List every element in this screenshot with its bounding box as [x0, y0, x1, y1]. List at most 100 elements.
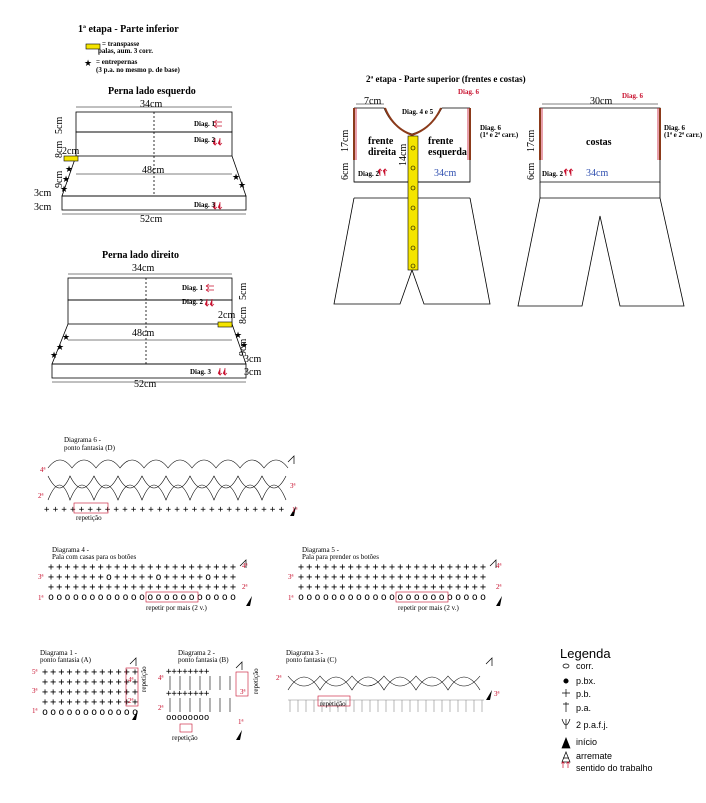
- front-w7: 7cm: [364, 96, 382, 107]
- diagram3-row2: 2ª: [276, 674, 282, 682]
- svg-text:★: ★: [84, 59, 92, 69]
- svg-text:++++++++: ++++++++: [166, 667, 210, 677]
- left-leg-shape: [61, 111, 247, 211]
- right-leg-diag3: Diag. 3: [190, 368, 211, 376]
- left-leg-bottom-width: 52cm: [140, 214, 163, 225]
- diagram5-row3: 3ª: [288, 573, 294, 581]
- front-placket: [407, 135, 419, 271]
- left-leg-w2: 2cm: [62, 146, 80, 157]
- front-diag6-top: Diag. 6: [458, 88, 479, 96]
- left-leg-diag2: Diag. 2: [194, 136, 215, 144]
- front-h17: 17cm: [340, 129, 351, 152]
- right-leg-diag2: Diag. 2: [182, 298, 203, 306]
- diagram6-row3: 3ª: [290, 482, 296, 490]
- svg-text:★: ★: [62, 175, 70, 185]
- svg-text:★: ★: [234, 331, 242, 341]
- diagram4-row2: 2ª: [242, 583, 248, 591]
- svg-text:★: ★: [65, 165, 73, 175]
- diagram2-row3: 3ª: [240, 688, 246, 696]
- diagram6-row1: 1ª: [292, 506, 298, 514]
- legend-placket-swatch: [85, 43, 101, 50]
- svg-text:ooooooooooooooooooooooo: ooooooooooooooooooooooo: [48, 592, 236, 603]
- svg-text:+++++++++++++++++++++++: +++++++++++++++++++++++: [298, 562, 486, 573]
- right-leg-top-width: 34cm: [132, 263, 155, 274]
- back-diag6-side: Diag. 6: [664, 124, 685, 132]
- back-label: costas: [586, 137, 612, 148]
- diagram6-row4: 4ª: [40, 466, 46, 474]
- diagram4-row3: 3ª: [38, 573, 44, 581]
- legend-label-pb: p.b.: [576, 689, 592, 699]
- diagram3-title: Diagrama 3 -: [286, 649, 323, 657]
- stage1-title: 1ª etapa - Parte inferior: [78, 24, 179, 35]
- diagram1-subtitle: ponto fantasia (A): [40, 656, 91, 664]
- stage2-title: 2ª etapa - Parte superior (frentes e cos…: [366, 74, 526, 84]
- diagram3-repeat: repetição: [320, 700, 346, 708]
- svg-text:★: ★: [60, 185, 68, 195]
- right-leg-w2: 2cm: [218, 310, 236, 321]
- right-leg-shape: [51, 277, 247, 379]
- legend-label-arremate: arremate: [576, 751, 613, 761]
- front-diag45: Diag. 4 e 5: [402, 108, 434, 116]
- diagram4-repeat: repetir por mais (2 v.): [146, 604, 207, 612]
- left-leg-diag3: Diag. 3: [194, 201, 215, 209]
- diagram6-chart: ++++++++++++++++++++++++++++: [44, 459, 289, 515]
- diagram3-chart: [287, 675, 484, 712]
- svg-text:★: ★: [62, 333, 70, 343]
- back-diag6-top: Diag. 6: [622, 92, 643, 100]
- front-diag2: Diag. 2: [358, 170, 379, 178]
- legend-label-sentido: sentido do trabalho: [576, 763, 653, 773]
- back-diag2: Diag. 2: [542, 170, 563, 178]
- legend-entrepernas-sub: (3 p.a. no mesmo p. de base): [96, 66, 180, 74]
- svg-text:★: ★: [50, 351, 58, 361]
- front-h6: 6cm: [340, 162, 351, 180]
- back-h17: 17cm: [526, 129, 537, 152]
- svg-text:★: ★: [240, 341, 248, 351]
- back-w30: 30cm: [590, 96, 613, 107]
- svg-text:★: ★: [238, 181, 246, 191]
- svg-text:oooooooooooo: oooooooooooo: [42, 707, 138, 718]
- diagram1-repeat: repetição: [140, 666, 148, 692]
- back-w34: 34cm: [586, 168, 609, 179]
- legend-label-corr: corr.: [576, 661, 594, 671]
- svg-text:★: ★: [56, 343, 64, 353]
- diagram2-row2: 2ª: [158, 704, 164, 712]
- diagram2-row1: 1ª: [238, 718, 244, 726]
- diagram1-row5: 5ª: [32, 668, 38, 676]
- legend-transpasse-sub: palas, aum. 3 corr.: [98, 47, 153, 55]
- svg-text:+++++++++++++++++++++++: +++++++++++++++++++++++: [298, 572, 486, 583]
- right-leg-bottom-width: 52cm: [134, 379, 157, 390]
- left-leg-h3b: 3cm: [34, 202, 52, 213]
- right-leg-diag1: Diag. 1: [182, 284, 203, 292]
- diagram2-row4: 4ª: [158, 674, 164, 682]
- diagram1-row3: 3ª: [32, 687, 38, 695]
- diagram5-chart: +++++++++++++++++++++++ ++++++++++++++++…: [298, 562, 486, 603]
- right-leg-h5: 5cm: [238, 282, 249, 300]
- left-leg-title: Perna lado esquerdo: [108, 86, 196, 97]
- diagram1-row2: 2ª: [128, 697, 134, 705]
- svg-text:★: ★: [232, 173, 240, 183]
- right-leg-title: Perna lado direito: [102, 250, 180, 261]
- front-right-label2: direita: [368, 147, 397, 158]
- legend-label-pbx: p.bx.: [576, 676, 596, 686]
- diagram4-row1: 1ª: [38, 594, 44, 602]
- svg-text:oooooooo: oooooooo: [166, 713, 209, 723]
- left-leg-h3a: 3cm: [34, 188, 52, 199]
- front-right-label1: frente: [368, 136, 394, 147]
- svg-text:+++++++++++++++++++++++: +++++++++++++++++++++++: [298, 582, 486, 593]
- diagram2-title: Diagrama 2 -: [178, 649, 215, 657]
- diagram5-repeat: repetir por mais (2 v.): [398, 604, 459, 612]
- front-left-label2: esquerda: [428, 147, 467, 158]
- svg-text:+++++++o+++++o+++++o+++: +++++++o+++++o+++++o+++: [48, 572, 236, 583]
- front-w34: 34cm: [434, 168, 457, 179]
- diagram5-row4: 4ª: [496, 562, 502, 570]
- legend-symbols: [561, 663, 571, 768]
- diagram3-row3: 3ª: [494, 690, 500, 698]
- diagram2-repeat-side: repetição: [252, 668, 260, 694]
- front-diag6-side-sub: (1ª e 2ª carr.): [480, 131, 519, 139]
- diagram5-row1: 1ª: [288, 594, 294, 602]
- diagram1-title: Diagrama 1 -: [40, 649, 77, 657]
- front-left-label1: frente: [428, 136, 454, 147]
- diagram4-row4: 4ª: [242, 562, 248, 570]
- front-h14: 14cm: [398, 143, 409, 166]
